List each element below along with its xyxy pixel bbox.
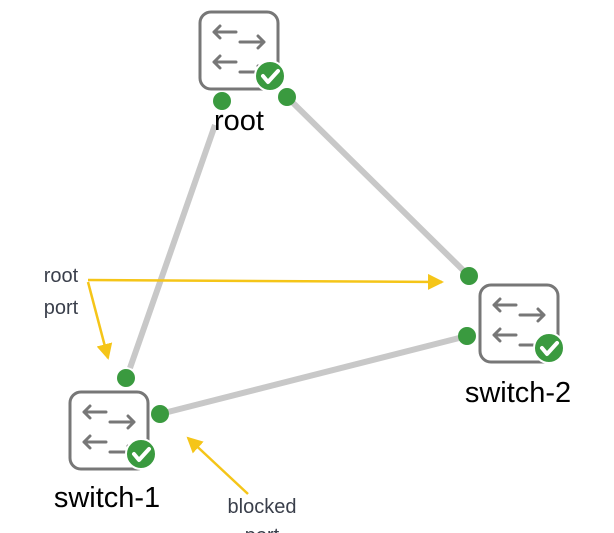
- switch-node-root[interactable]: root: [198, 10, 296, 137]
- root-port-arrow: [87, 273, 444, 290]
- port-dot[interactable]: [460, 267, 478, 285]
- link-switch-1-switch-2[interactable]: [159, 333, 468, 417]
- node-label: switch-2: [465, 377, 571, 409]
- node-label: root: [214, 105, 264, 137]
- link-root-switch-1[interactable]: [127, 124, 218, 369]
- annotation-root-port: root: [44, 265, 79, 287]
- port-dot[interactable]: [278, 88, 296, 106]
- annotation-blocked-port: port: [245, 525, 280, 533]
- switch-node-switch-1[interactable]: switch-1: [54, 369, 169, 514]
- node-label: switch-1: [54, 482, 160, 514]
- check-icon: [532, 331, 566, 365]
- port-dot[interactable]: [117, 369, 135, 387]
- annotation-root-port: port: [44, 297, 79, 319]
- port-dot[interactable]: [151, 405, 169, 423]
- link-root-switch-2[interactable]: [284, 94, 472, 279]
- port-dot[interactable]: [458, 327, 476, 345]
- blocked-port-arrow: [186, 436, 249, 495]
- annotation-blocked-port: blocked: [228, 496, 297, 518]
- port-dot[interactable]: [213, 92, 231, 110]
- check-icon: [124, 437, 158, 471]
- check-icon: [253, 59, 287, 93]
- switch-node-switch-2[interactable]: switch-2: [458, 267, 571, 409]
- root-port-arrow: [86, 281, 113, 360]
